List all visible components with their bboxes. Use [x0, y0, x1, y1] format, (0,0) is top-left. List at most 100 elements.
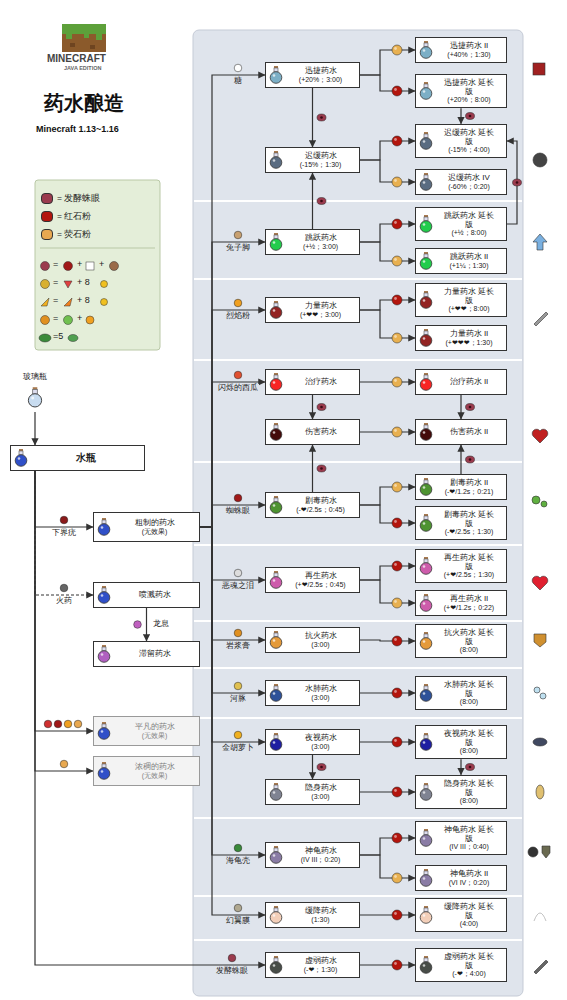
ingredient-icon — [234, 569, 242, 577]
potion-name: 再生药水 延长版 — [443, 553, 495, 571]
ingredient-icon — [392, 295, 402, 305]
connector — [460, 395, 461, 419]
potion-box: 滞留药水 — [93, 641, 200, 667]
potion-box: 缓降药水 延长版(4:00) — [415, 898, 507, 932]
potion-bottle — [419, 829, 433, 847]
potion-detail: (3:00) — [311, 641, 329, 649]
potion-bottle — [419, 291, 433, 309]
potion-detail: (IV III；0:40) — [449, 843, 489, 851]
connector — [360, 580, 415, 603]
connector — [200, 527, 265, 915]
potion-bottle — [419, 252, 433, 270]
recipe-sign: = — [53, 296, 58, 306]
recipe-sign: = — [53, 278, 58, 288]
ingredient-icon — [234, 904, 242, 912]
ingredient-icon — [392, 598, 402, 608]
potion-box: 隐身药水 延长版(8:00) — [415, 775, 507, 809]
potion-bottle — [269, 733, 283, 751]
legend-row: = 发酵蛛眼 — [41, 189, 100, 207]
potion-bottle — [97, 762, 111, 780]
connector — [35, 471, 265, 965]
ingredient-label: 糖 — [233, 77, 243, 85]
potion-box: 力量药水 II(+❤❤❤；1:30) — [415, 325, 507, 351]
bottle-item: 玻璃瓶 — [10, 372, 60, 412]
recipe-sign: = — [53, 314, 58, 324]
ingredient-icon — [228, 954, 236, 962]
potion-name: 浓稠的药水 — [135, 762, 175, 771]
connector — [146, 608, 147, 641]
connector — [200, 527, 265, 855]
connector — [360, 855, 415, 878]
recipe-panel — [193, 30, 523, 996]
ingredient-icon — [234, 682, 242, 690]
connector — [312, 445, 313, 492]
potion-bottle — [419, 956, 433, 974]
potion-name: 力量药水 II — [450, 329, 489, 338]
connector — [360, 50, 415, 75]
potion-name: 缓降药水 延长版 — [443, 902, 495, 920]
connector — [312, 755, 313, 779]
potion-detail: (-❤；1:30) — [304, 966, 337, 974]
potion-box: 伤害药水 II — [415, 419, 507, 445]
potion-name: 迅捷药水 — [305, 66, 337, 75]
potion-box: 水肺药水(3:00) — [265, 680, 360, 706]
connector — [360, 75, 415, 91]
ingredient-icon — [392, 377, 402, 387]
subtitle: Minecraft 1.13~1.16 — [36, 125, 119, 135]
connector — [34, 412, 35, 445]
ingredient-label: 岩浆膏 — [225, 642, 251, 650]
recipe-sign: + — [77, 260, 82, 270]
potion-name: 水瓶 — [76, 453, 96, 464]
connector — [200, 527, 265, 693]
potion-box: 迅捷药水 延长版(+20%；8:00) — [415, 74, 507, 108]
connector — [35, 471, 93, 731]
potion-bottle — [419, 733, 433, 751]
potion-box: 抗火药水 延长版(8:00) — [415, 624, 507, 658]
potion-bottle — [419, 869, 433, 887]
ingredient-icon — [392, 561, 402, 571]
ingredient-icon — [234, 64, 242, 72]
recipe-icons — [39, 262, 119, 343]
potion-box: 力量药水(+❤❤；3:00) — [265, 297, 360, 323]
potion-bottle — [97, 722, 111, 740]
ingredient-icon — [392, 960, 402, 970]
potion-bottle — [419, 423, 433, 441]
potion-name: 剧毒药水 II — [450, 478, 489, 487]
potion-box: 粗制的药水(无效果) — [93, 512, 200, 542]
connector — [360, 838, 415, 855]
ingredient-icon — [466, 112, 475, 119]
ingredient-icon — [234, 629, 242, 637]
ingredient-icon — [317, 465, 326, 472]
ingredient-icon — [392, 333, 402, 343]
ingredient-icon — [317, 198, 326, 205]
potion-name: 夜视药水 延长版 — [443, 729, 495, 747]
potion-name: 力量药水 — [305, 301, 337, 310]
potion-name: 喷溅药水 — [139, 590, 171, 599]
potion-bottle — [269, 66, 283, 84]
potion-bottle — [14, 449, 28, 467]
potion-box: 迅捷药水 II(+40%；1:30) — [415, 37, 507, 63]
potion-name: 隐身药水 — [305, 783, 337, 792]
connector — [460, 445, 461, 474]
potion-detail: (+20%；3:00) — [299, 76, 342, 84]
potion-box: 水瓶 — [10, 445, 145, 471]
potion-name: 治疗药水 II — [450, 377, 489, 386]
ingredient-icon — [317, 764, 326, 771]
potion-name: 迟缓药水 IV — [448, 173, 490, 182]
potion-box: 神龟药水(IV III；0:20) — [265, 842, 360, 868]
ingredient-icon — [392, 518, 402, 528]
potion-detail: (IV III；0:20) — [301, 856, 341, 864]
connector — [35, 471, 93, 527]
potion-bottle — [269, 301, 283, 319]
ingredient-label: 海龟壳 — [225, 857, 251, 865]
potion-bottle — [419, 632, 433, 650]
ingredient-icons — [44, 45, 521, 970]
potion-detail: (无效果) — [142, 528, 168, 536]
connector — [200, 310, 265, 527]
potion-name: 虚弱药水 延长版 — [443, 952, 495, 970]
ingredient-icon — [234, 494, 242, 502]
connector — [312, 395, 313, 419]
ingredient-icon — [513, 179, 522, 186]
potion-detail: (+❤❤；3:00) — [300, 311, 341, 319]
ingredient-icon — [466, 763, 475, 770]
